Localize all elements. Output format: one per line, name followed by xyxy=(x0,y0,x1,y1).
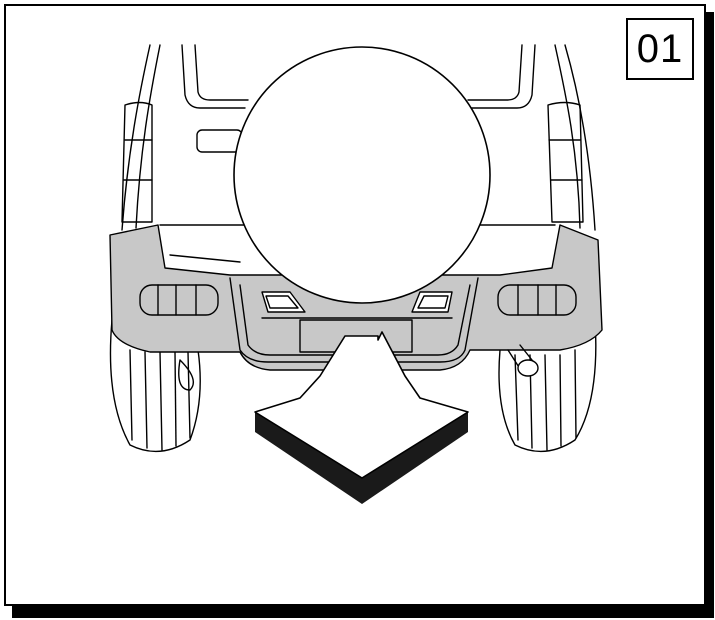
wheel-right xyxy=(498,319,597,453)
step-number: 01 xyxy=(636,27,684,71)
exhaust-pipe xyxy=(507,344,539,377)
wheel-left xyxy=(109,319,201,453)
spare-tire xyxy=(233,46,491,304)
tail-light-right xyxy=(547,101,584,223)
vehicle-body xyxy=(121,44,596,263)
tail-light-left xyxy=(121,101,153,223)
step-number-badge: 01 xyxy=(626,18,694,80)
direction-arrow-icon xyxy=(254,331,469,504)
